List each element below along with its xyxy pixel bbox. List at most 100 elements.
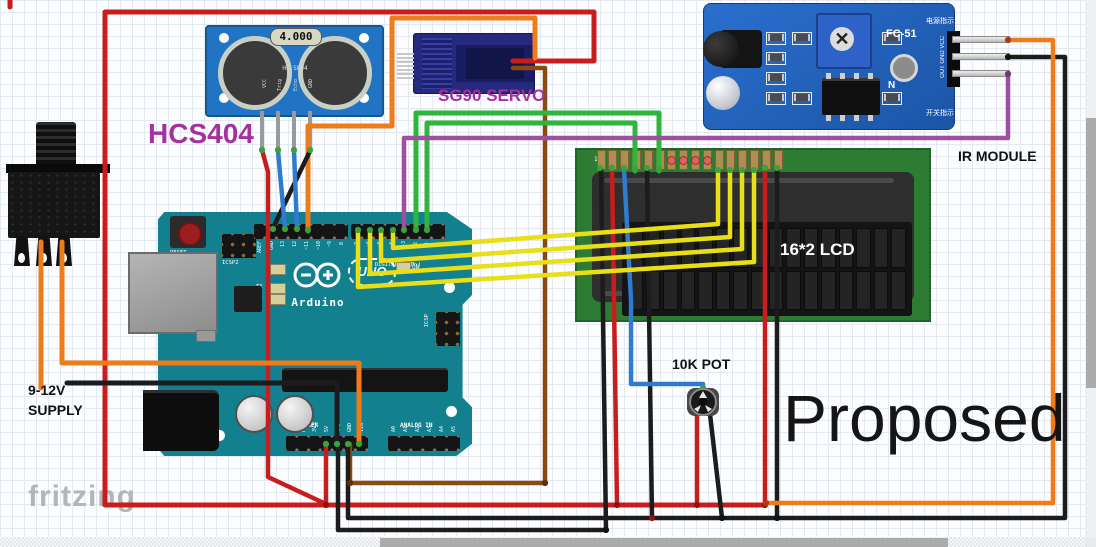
ir-sensor-module: ✕ FC-51 电源指示 开关指示 OUT GND VCC N	[703, 3, 960, 130]
digital-header-left	[254, 224, 348, 239]
connector-dot	[274, 146, 282, 154]
mount-hole	[359, 33, 369, 43]
wire-green-d2-lcd6	[413, 110, 662, 232]
wire-green-d1-lcd4	[424, 120, 638, 232]
vertical-scrollbar-thumb[interactable]	[1086, 118, 1096, 388]
mount-hole	[219, 33, 229, 43]
wire-black-gnd-to-lcd1	[335, 166, 609, 533]
connector-dot	[377, 226, 385, 234]
ir-note-bottom: 开关指示	[926, 110, 954, 117]
lcd-char-cell	[786, 228, 801, 268]
connector-dot	[648, 514, 656, 522]
connector-dot	[306, 146, 314, 154]
pot-label: 10K POT	[672, 356, 731, 372]
ir-note-top: 电源指示	[926, 18, 954, 25]
smd-outline	[766, 32, 786, 45]
lcd-char-cell	[803, 228, 819, 268]
proposed-title: Proposed	[783, 381, 1066, 455]
wire-yellow-d4-lcd11	[390, 168, 721, 251]
rx-led	[270, 294, 286, 305]
smd-outline	[766, 52, 786, 65]
connector-dot	[773, 514, 781, 522]
wire-blue-hcsr04-echo	[291, 148, 300, 231]
smd-outline	[766, 92, 786, 105]
connector-dot	[355, 440, 363, 448]
arduino-infinity-logo	[293, 262, 341, 288]
connector-dot	[762, 499, 770, 507]
switch-body	[8, 172, 100, 238]
icsp2-header	[222, 234, 256, 258]
mount-hole	[446, 406, 457, 417]
crystal-label: 4.000	[270, 28, 322, 46]
connector-dot	[718, 514, 726, 522]
connector-dot	[258, 146, 266, 154]
lcd-char-cell	[856, 270, 871, 310]
lcd-char-cell	[838, 270, 854, 310]
horizontal-scrollbar-thumb[interactable]	[380, 538, 948, 547]
smd-outline	[792, 32, 812, 45]
lcd-pin1-mark: 1	[594, 156, 598, 163]
servo-ribbon-cable	[397, 53, 414, 81]
lcd-unconnected-pin-marker	[667, 156, 677, 165]
connector-dot	[655, 165, 663, 173]
connector-dot	[750, 166, 758, 174]
wire-blue-hcsr04-trig	[275, 148, 288, 231]
on-label: ON	[412, 264, 420, 271]
wire-yellow-d6-lcd13	[367, 168, 745, 277]
lcd-char-cell	[821, 228, 836, 268]
lcd-char-cell	[891, 228, 906, 268]
connector-dot	[281, 225, 289, 233]
connector-dot	[1004, 36, 1012, 44]
atmega-chip	[282, 368, 448, 392]
connector-dot	[1004, 70, 1012, 78]
connector-dot	[344, 440, 352, 448]
hcsr04-lead	[260, 111, 264, 151]
connector-dot	[423, 226, 431, 234]
smd-outline	[766, 72, 786, 85]
supply-label-line1: 9-12V	[28, 382, 66, 398]
lcd-char-cell	[663, 270, 678, 310]
trimpot-screw: ✕	[830, 27, 854, 51]
connector-dot	[400, 226, 408, 234]
lcd-unconnected-pin-marker	[690, 156, 700, 165]
connector-dot	[290, 146, 298, 154]
lcd-char-cell	[891, 270, 906, 310]
connector-dot	[602, 526, 610, 534]
reset-button-base	[170, 216, 206, 248]
wire-red-lcd-pin2	[609, 164, 620, 508]
wire-red-5v-main	[102, 9, 767, 508]
connector-dot	[738, 166, 746, 174]
connector-dot	[333, 440, 341, 448]
usb-tab	[196, 330, 216, 342]
mount-hole	[219, 93, 229, 103]
switch-lever	[36, 122, 76, 170]
supply-label-line2: SUPPLY	[28, 402, 83, 418]
wire-orange-servo-signal	[305, 15, 538, 234]
connector-dot	[322, 440, 330, 448]
ir-n-mark: N	[888, 80, 896, 91]
lcd-char-cell	[803, 270, 819, 310]
lcd-char-cell	[680, 270, 696, 310]
connector-dot	[631, 165, 639, 173]
connector-dot	[541, 479, 549, 487]
ir-module-label: IR MODULE	[958, 148, 1037, 164]
lcd-char-cell	[873, 270, 889, 310]
ultrasonic-transducer-right	[298, 36, 372, 110]
usb-connector	[128, 252, 218, 334]
connector-dot	[608, 164, 616, 172]
mount-hole	[214, 430, 225, 441]
connector-dot	[613, 501, 621, 509]
wire-purple-ir-out	[401, 71, 1011, 232]
hcsr04-lead	[292, 111, 296, 151]
lcd-char-cell	[786, 270, 801, 310]
ir-chip-label: FC-51	[886, 28, 917, 40]
led-l	[270, 264, 286, 275]
wire-black-hcsr04-gnd	[270, 148, 313, 231]
ir-comparator-ic	[822, 73, 880, 121]
lcd-char-cell	[838, 228, 854, 268]
wire-black-supply-gnd	[64, 380, 340, 446]
